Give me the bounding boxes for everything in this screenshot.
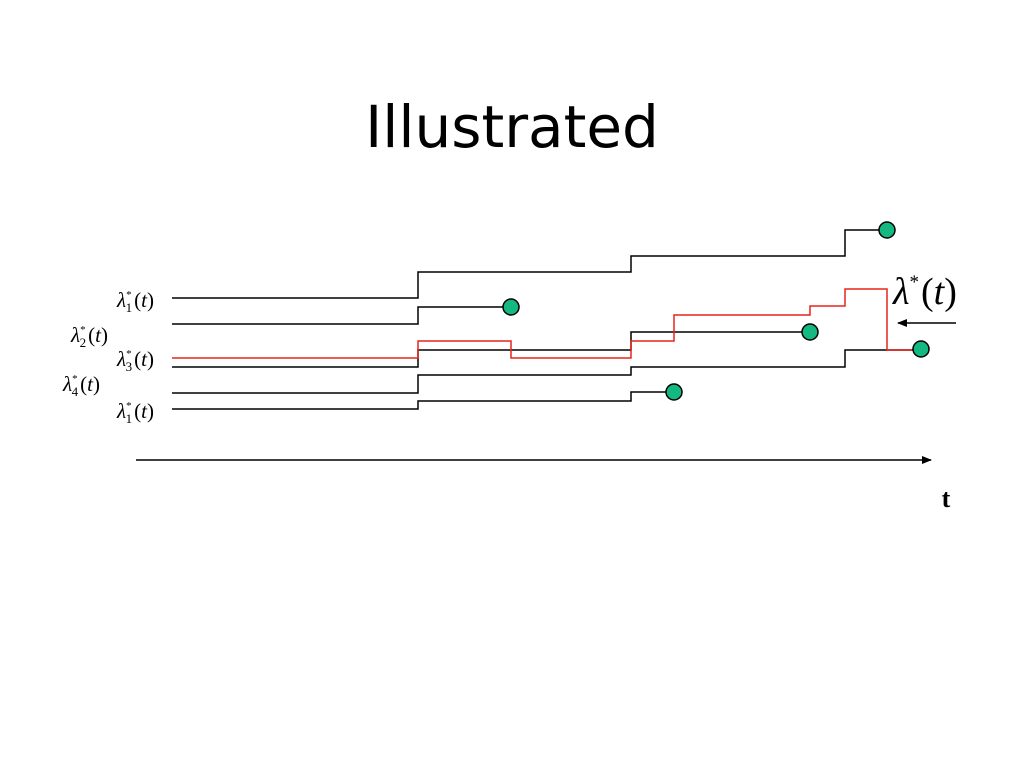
- end-marker-2: [502, 298, 520, 316]
- step-line-3: [172, 331, 810, 368]
- end-marker-1: [878, 221, 896, 239]
- time-axis-label: t: [942, 484, 951, 513]
- rate-label-row-3: λ*3(t): [116, 347, 154, 374]
- combined-step-line: [172, 288, 921, 359]
- rate-label-row-2: λ*2(t): [70, 323, 108, 350]
- end-marker-4: [912, 340, 930, 358]
- rate-label-row-4: λ*4(t): [62, 372, 100, 399]
- slide-title: Illustrated: [365, 93, 659, 161]
- step-line-4: [172, 349, 921, 394]
- combined-rate-label: λ*(t): [892, 271, 957, 313]
- end-marker-5: [665, 383, 683, 401]
- rate-label-row-5: λ*1(t): [116, 399, 154, 426]
- end-marker-3: [801, 323, 819, 341]
- step-line-1: [172, 229, 887, 299]
- rate-label-row-1: λ*1(t): [116, 288, 154, 315]
- step-line-2: [172, 306, 511, 325]
- step-line-5: [172, 391, 674, 410]
